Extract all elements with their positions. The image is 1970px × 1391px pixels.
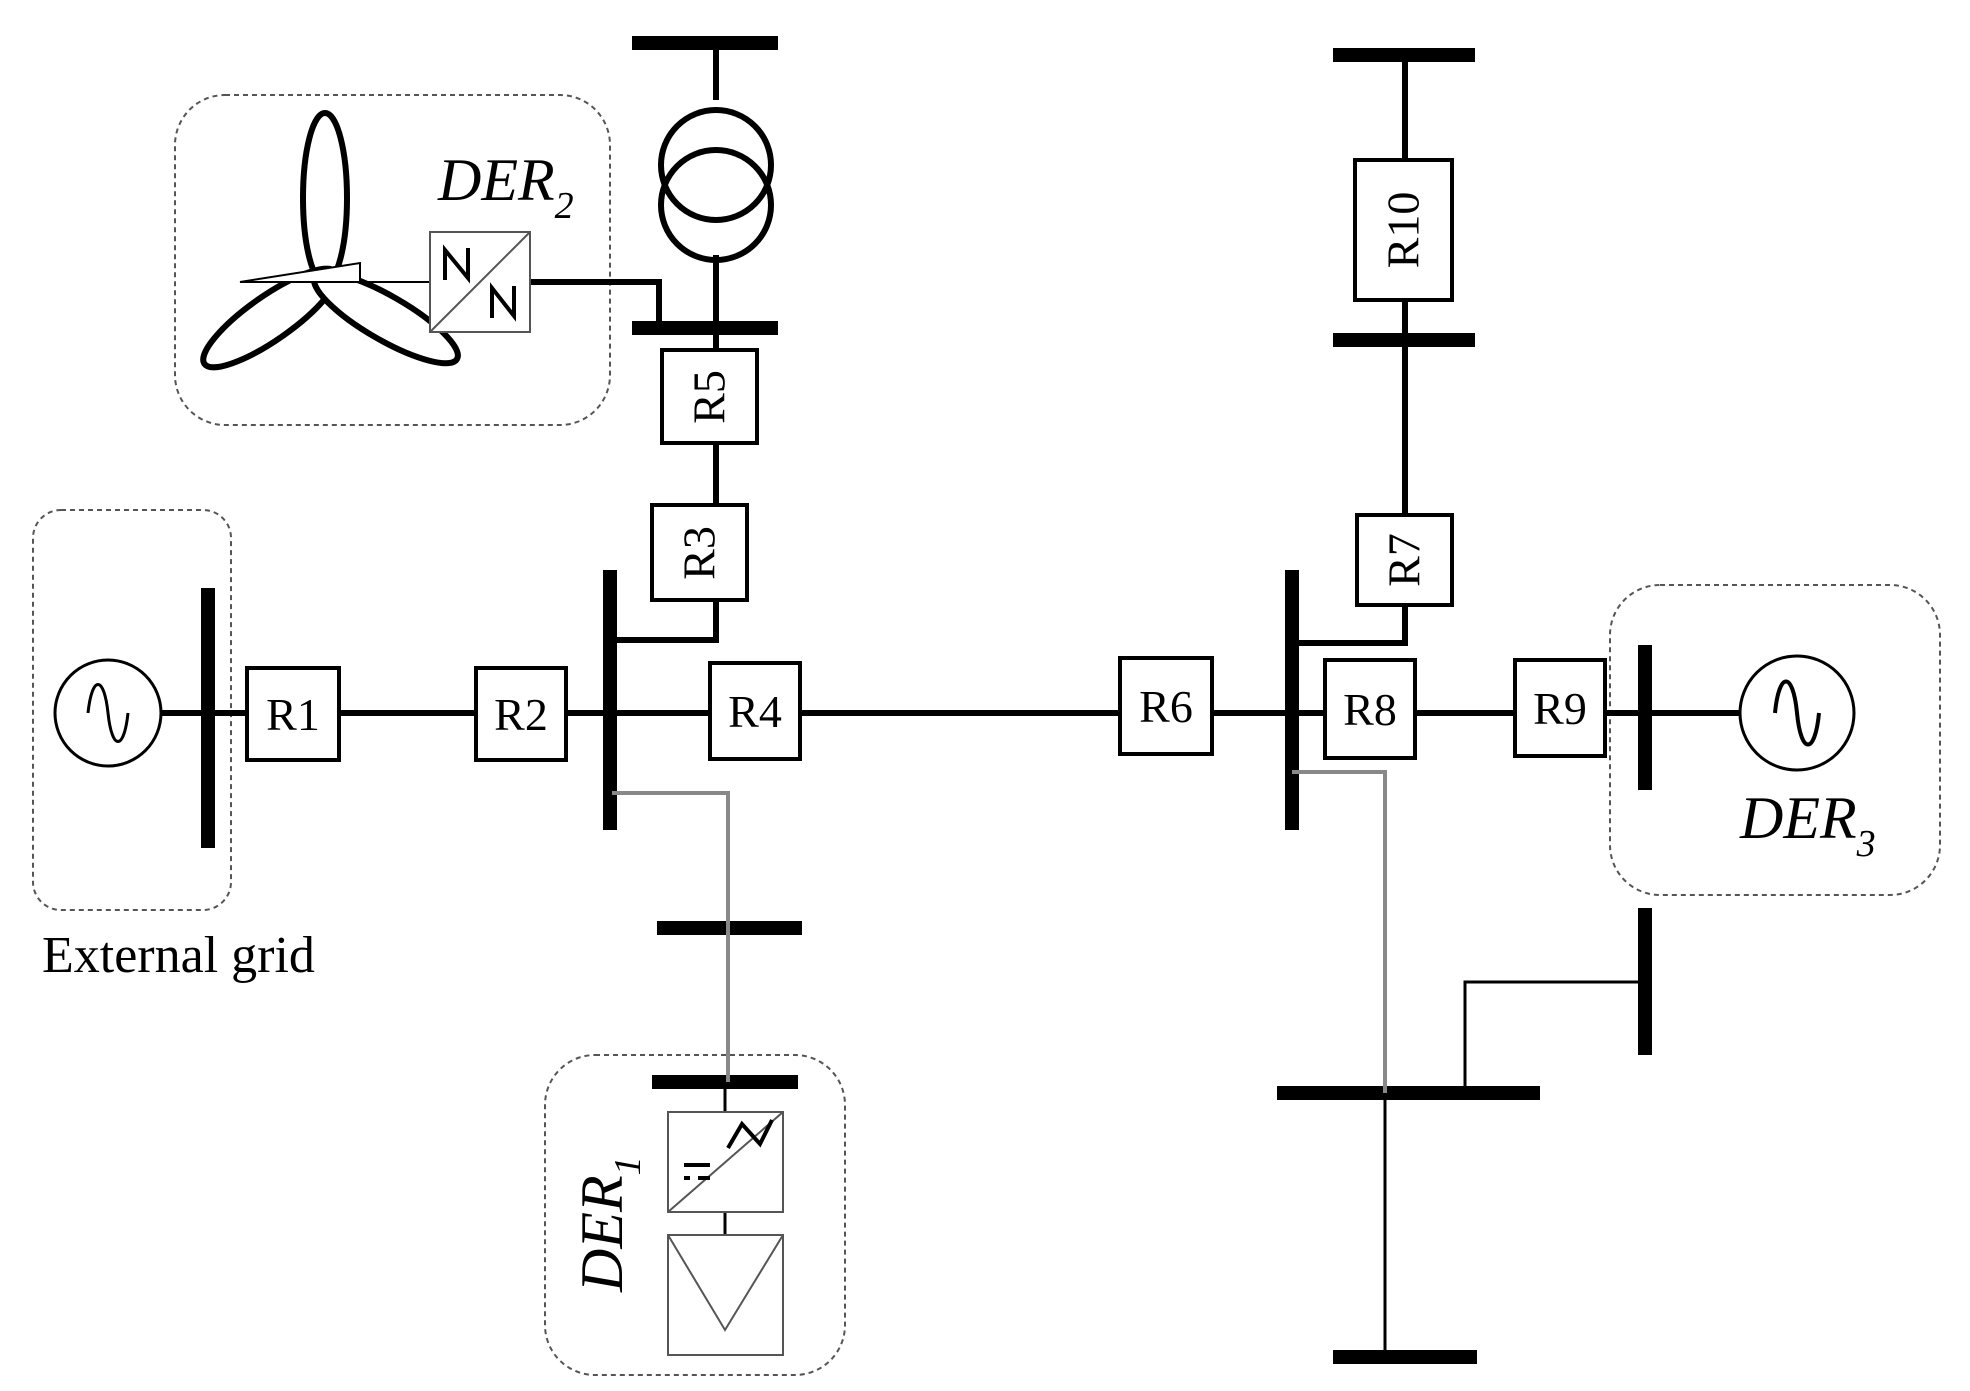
der1-label: DER1 (569, 1156, 649, 1293)
relay-r4-label: R4 (728, 686, 782, 737)
relay-r4: R4 (708, 661, 802, 761)
r7-branch (1292, 55, 1408, 646)
relay-r6: R6 (1118, 656, 1214, 756)
relay-r7-label: R7 (1379, 533, 1430, 587)
relay-r3: R3 (650, 503, 749, 602)
dc-ac-converter-icon (667, 1111, 784, 1213)
der2-group (174, 94, 611, 426)
der1-group (544, 1054, 846, 1376)
der2-label: DER2 (437, 147, 574, 227)
lower-right-links (1292, 770, 1645, 1357)
relay-r3-label: R3 (674, 526, 725, 580)
relay-r1: R1 (245, 666, 341, 762)
wind-turbine-icon (200, 110, 461, 371)
upper-branch (610, 50, 719, 643)
relay-r2-label: R2 (494, 689, 548, 740)
relay-r9: R9 (1513, 658, 1607, 758)
relay-r8-label: R8 (1343, 684, 1397, 735)
relay-r1-label: R1 (266, 689, 320, 740)
transformer-icon (658, 107, 774, 263)
ac-source-icon (53, 658, 163, 768)
pv-panel-icon (667, 1234, 784, 1356)
external-grid-caption: External grid (42, 927, 315, 984)
relay-r8: R8 (1323, 658, 1417, 760)
converter-icon (429, 231, 531, 333)
relay-r2: R2 (474, 666, 568, 762)
der3-group (1609, 584, 1941, 896)
relay-r5: R5 (660, 348, 759, 445)
der3-source-icon (1738, 654, 1856, 772)
relay-r9-label: R9 (1533, 683, 1587, 734)
relay-r6-label: R6 (1139, 681, 1193, 732)
relay-r5-label: R5 (684, 370, 735, 424)
relay-r10-label: R10 (1378, 192, 1429, 269)
relay-r7: R7 (1355, 513, 1454, 607)
relay-r10: R10 (1353, 158, 1454, 302)
der3-label: DER3 (1739, 785, 1876, 865)
der2-link (530, 279, 662, 328)
external-grid-group (32, 509, 232, 911)
der1-link (612, 791, 730, 1235)
